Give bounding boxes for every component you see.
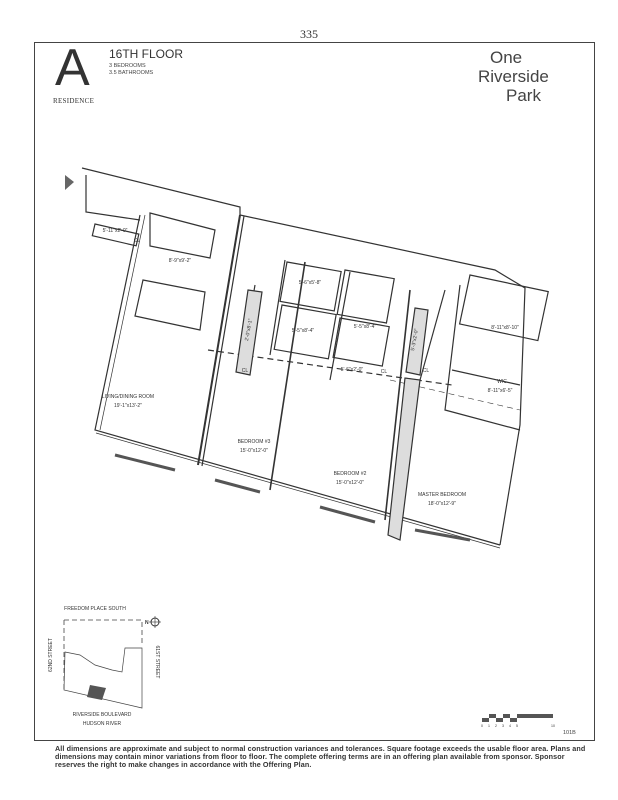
floor-title: 16TH FLOOR bbox=[109, 47, 184, 61]
hall-closet-dim: 2'-0"x8'-1" bbox=[244, 318, 254, 341]
residence-letter: A bbox=[55, 39, 90, 97]
unit-location-highlight bbox=[87, 685, 106, 700]
north-label: N bbox=[145, 620, 149, 626]
scale-tick: 4 bbox=[509, 724, 511, 728]
entry-marker-icon bbox=[65, 175, 74, 190]
exterior-wall bbox=[81, 167, 526, 546]
living-room-label: LIVING/DINING ROOM bbox=[102, 394, 154, 400]
bathrooms-count: 3.5 BATHROOMS bbox=[109, 70, 154, 76]
master-closet-dim: 5'-3"x2'-0" bbox=[410, 328, 420, 351]
scale-tick: 3 bbox=[502, 724, 504, 728]
street-bottom: RIVERSIDE BOULEVARD bbox=[73, 712, 132, 718]
entry-closet bbox=[91, 223, 140, 247]
scale-tick: 0 bbox=[481, 724, 483, 728]
logo-line: Riverside bbox=[478, 67, 549, 86]
living-room-dim: 19'-1"x13'-2" bbox=[114, 403, 142, 409]
wic-label: WIC bbox=[497, 379, 507, 385]
kitchen-dim: 8'-9"x9'-2" bbox=[169, 258, 192, 264]
kitchen-counter bbox=[149, 212, 216, 259]
street-top: FREEDOM PLACE SOUTH bbox=[64, 606, 126, 612]
logo-line: One bbox=[490, 48, 523, 67]
key-plan: N FREEDOM PLACE SOUTH 62ND STREET 61ST S… bbox=[48, 606, 161, 727]
bedroom2-label: BEDROOM #2 bbox=[334, 471, 367, 477]
entry-closet-tag: CL bbox=[134, 238, 141, 244]
scale-bar: 0 1 2 3 4 5 10 bbox=[481, 714, 555, 728]
master-bath-dim: 8'-11"x8'-10" bbox=[491, 325, 519, 331]
scale-tick: 1 bbox=[488, 724, 490, 728]
exterior-wall bbox=[94, 214, 501, 546]
entry-closet-dim: 5'-11"x2'-0" bbox=[103, 228, 128, 234]
river-label: HUDSON RIVER bbox=[83, 721, 122, 727]
hall-closet-tag: CL bbox=[242, 368, 249, 374]
master-closet-tag: CL bbox=[423, 368, 430, 374]
bath-b-dim: 5'-5"x8'-4" bbox=[292, 328, 315, 334]
bath-a-dim: 5'-6"x5'-8" bbox=[299, 280, 322, 286]
street-right: 61ST STREET bbox=[154, 646, 160, 679]
master-bedroom-label: MASTER BEDROOM bbox=[418, 492, 466, 498]
bedroom2-dim: 15'-0"x12'-0" bbox=[336, 480, 364, 486]
unit-summary: 3 BEDROOMS 3.5 BATHROOMS bbox=[109, 63, 153, 77]
scale-tick: 5 bbox=[516, 724, 518, 728]
bedrooms-count: 3 BEDROOMS bbox=[109, 63, 146, 69]
disclaimer: All dimensions are approximate and subje… bbox=[55, 744, 586, 769]
scale-tick: 10 bbox=[551, 724, 555, 728]
master-bedroom-dim: 18'-0"x12'-9" bbox=[428, 501, 456, 507]
sheet-frame bbox=[34, 42, 595, 741]
bedroom2-closet-tag: CL bbox=[381, 369, 388, 375]
street-left: 62ND STREET bbox=[48, 638, 54, 672]
one-riverside-park-logo: One Riverside Park bbox=[478, 48, 588, 105]
wic-dim: 8'-11"x6'-5" bbox=[488, 388, 513, 394]
kitchen-island bbox=[134, 279, 206, 331]
sheet-code: 101B bbox=[563, 730, 576, 736]
residence-label: RESIDENCE bbox=[53, 97, 95, 105]
bedroom3-dim: 15'-0"x12'-0" bbox=[240, 448, 268, 454]
bath-c-dim: 5'-5"x8'-4" bbox=[354, 324, 377, 330]
bedroom3-label: BEDROOM #3 bbox=[238, 439, 271, 445]
logo-line: Park bbox=[506, 86, 541, 105]
page-number: 335 bbox=[300, 27, 318, 41]
bedroom2-closet-dim: 5'-6"x2'-0" bbox=[341, 367, 364, 373]
scale-tick: 2 bbox=[495, 724, 497, 728]
entry-wall bbox=[85, 175, 141, 221]
